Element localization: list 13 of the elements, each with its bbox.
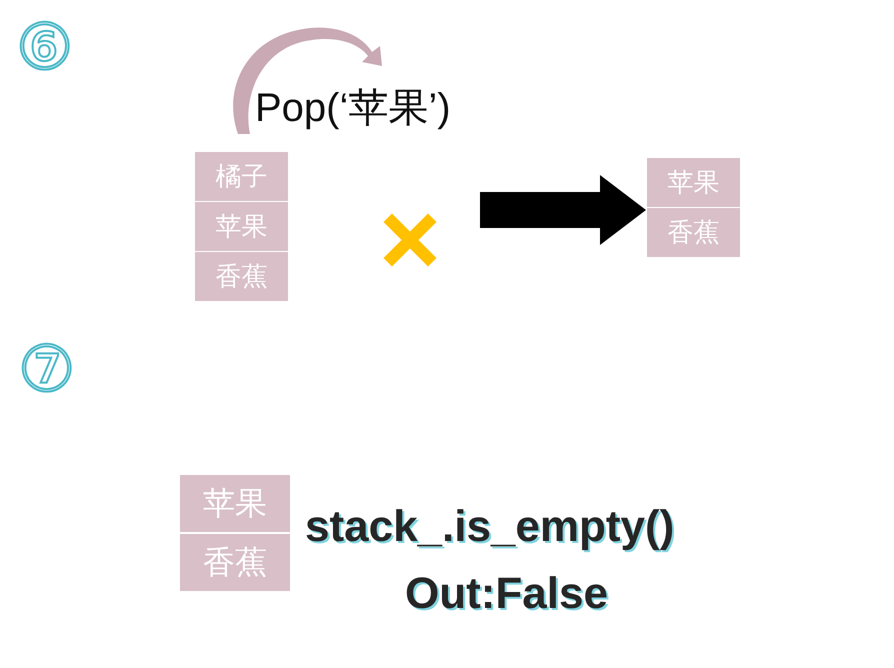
stack-cell: 苹果 xyxy=(195,202,288,251)
stack-cell: 橘子 xyxy=(195,152,288,201)
step-number: ⑥ xyxy=(16,16,74,80)
stack-cell: 苹果 xyxy=(180,475,290,532)
operation-label: Pop(‘苹果’) xyxy=(255,88,451,128)
code-text: Out:False xyxy=(405,572,608,616)
stack-cell: 香蕉 xyxy=(647,208,740,257)
stack-cell: 香蕉 xyxy=(180,534,290,591)
block-arrow xyxy=(480,175,646,245)
stack-cell: 香蕉 xyxy=(195,252,288,301)
code-text: stack_.is_empty() xyxy=(305,505,674,549)
step-number: ⑦ xyxy=(18,338,76,402)
stack-cell: 苹果 xyxy=(647,158,740,207)
